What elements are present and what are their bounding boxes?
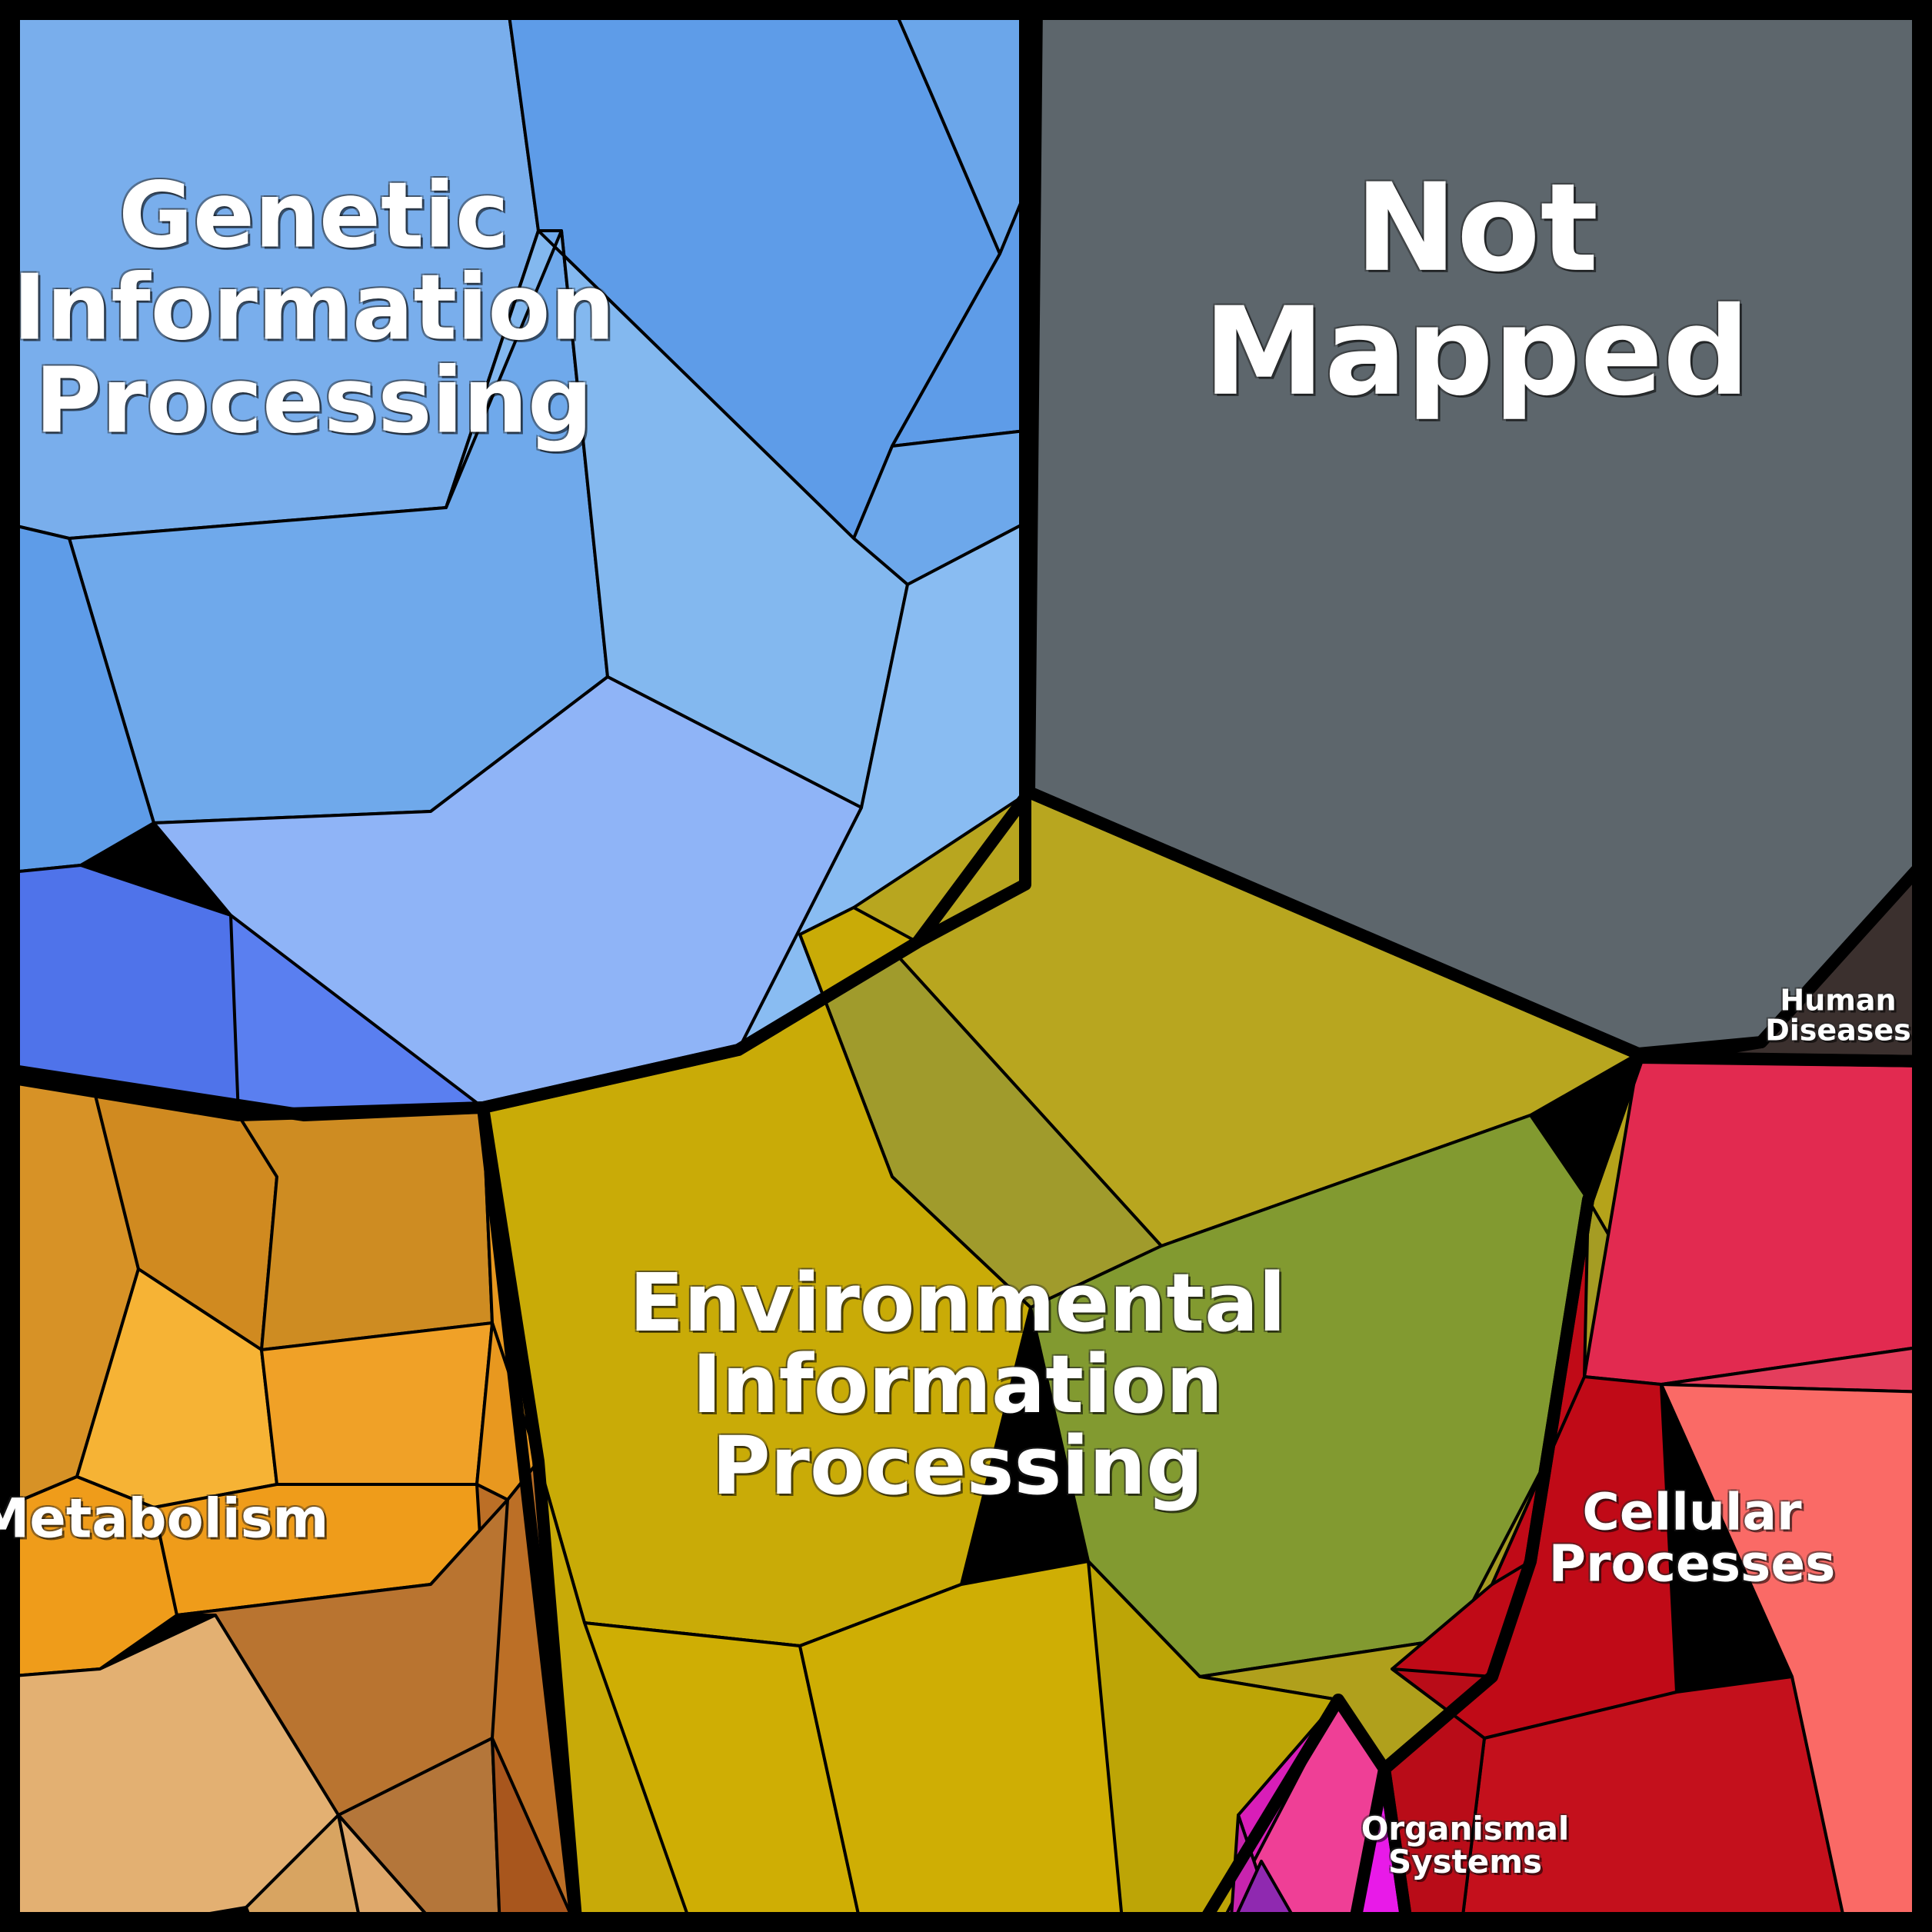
group-metabolism[interactable]	[2, 1075, 578, 1930]
group-environmental-information-processing[interactable]	[481, 791, 1701, 1930]
group-genetic-information-processing[interactable]	[2, 2, 1027, 1117]
cell-cellular-processes-0[interactable]	[1583, 1056, 1930, 1386]
cell-metabolism-2[interactable]	[237, 1106, 494, 1351]
cell-genetic-information-processing-0[interactable]	[2, 2, 540, 540]
cell-metabolism-4[interactable]	[260, 1321, 494, 1486]
